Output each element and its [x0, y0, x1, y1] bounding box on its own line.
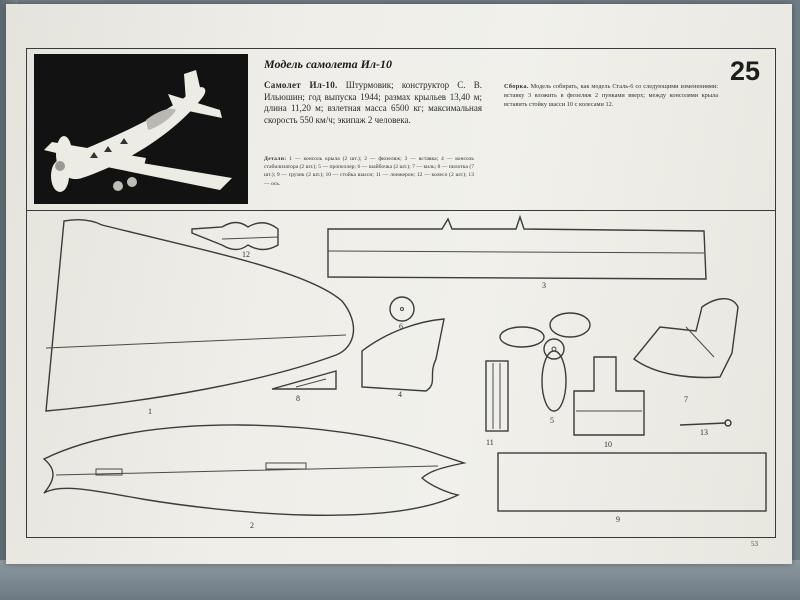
- sheet-frame: [26, 48, 776, 538]
- part-label-1: 1: [148, 407, 152, 416]
- part-6-washer: [389, 296, 415, 322]
- part-label-9: 9: [616, 515, 620, 524]
- part-label-8: 8: [296, 394, 300, 403]
- assembly-instructions: Сборка. Модель собирать, как модель Стал…: [504, 82, 718, 109]
- parts-list: Детали: 1 — консоль крыла (2 шт.); 2 — ф…: [264, 155, 474, 188]
- part-9-weight: [497, 452, 767, 512]
- part-label-4: 4: [398, 390, 402, 399]
- part-5-propeller: [499, 312, 591, 412]
- part-7-tail-fin: [632, 298, 739, 379]
- header-divider: [26, 210, 776, 211]
- part-8-pilot-plate: [271, 370, 337, 390]
- page-badge: 25: [730, 56, 761, 86]
- aircraft-silhouette: [44, 70, 232, 192]
- aircraft-description: Самолет Ил-10. Штурмовик; конструктор С.…: [264, 80, 482, 126]
- part-label-11: 11: [486, 438, 494, 447]
- parts-list-lead: Детали:: [264, 156, 287, 162]
- parts-list-text: 1 — консоль крыла (2 шт.); 2 — фюзеляж; …: [264, 156, 474, 187]
- part-label-3: 3: [542, 281, 546, 290]
- part-13-axle: [679, 419, 732, 427]
- part-2-fuselage: [42, 424, 467, 516]
- page-title: Модель самолета Ил-10: [264, 57, 393, 71]
- parts-diagram: 1 2 3 4 5: [42, 214, 767, 530]
- assembly-text: Модель собирать, как модель Сталь-6 со с…: [504, 83, 718, 108]
- part-10-landing-gear-strut: [573, 356, 645, 436]
- part-4-stabilizer-panel: [361, 318, 445, 392]
- part-3-insert: [327, 214, 707, 280]
- aircraft-photo: [34, 54, 248, 204]
- part-label-5: 5: [550, 416, 554, 425]
- assembly-lead: Сборка.: [504, 83, 529, 90]
- part-label-6: 6: [399, 322, 403, 331]
- part-1-wing-panel: [45, 218, 355, 412]
- part-label-13: 13: [700, 428, 708, 437]
- part-12-wheel: [191, 221, 279, 251]
- background-surface: [0, 560, 800, 600]
- part-label-7: 7: [684, 395, 688, 404]
- description-lead: Самолет Ил-10.: [264, 80, 338, 90]
- template-sheet: Модель самолета Ил-10 25 Самолет Ил-10. …: [6, 4, 792, 564]
- part-label-10: 10: [604, 440, 612, 449]
- part-11-spar: [485, 360, 509, 432]
- part-label-12: 12: [242, 250, 250, 259]
- part-label-2: 2: [250, 521, 254, 530]
- description-text: Штурмовик; конструктор С. В. Ильюшин; го…: [264, 80, 482, 125]
- page-number: 53: [751, 540, 758, 548]
